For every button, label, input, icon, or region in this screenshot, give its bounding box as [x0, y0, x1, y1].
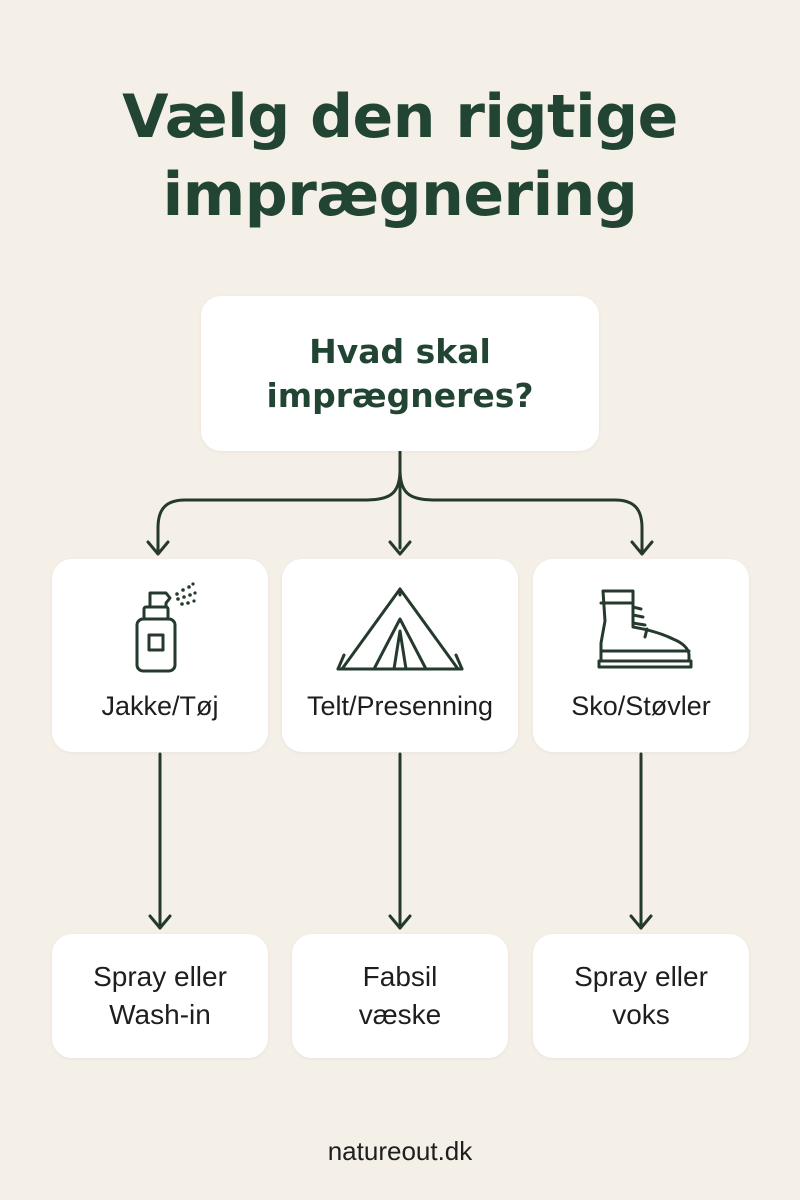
tent-icon: [336, 587, 464, 671]
category-card-telt: Telt/Presenning: [282, 559, 518, 752]
category-label-sko: Sko/Støvler: [571, 691, 711, 721]
branch-right: [398, 468, 644, 554]
recommendation-sko-line-2: voks: [612, 999, 670, 1030]
question-line-2: imprægneres?: [266, 375, 534, 415]
question-line-1: Hvad skal: [309, 331, 491, 371]
title-line-1: Vælg den rigtige: [122, 82, 678, 152]
arrowhead-center: [388, 540, 412, 556]
recommendation-jakke-line-1: Spray eller: [93, 961, 227, 992]
arrowhead-right-down: [629, 914, 653, 930]
recommendation-telt-line-1: Fabsil: [362, 961, 438, 992]
arrowhead-right: [630, 540, 654, 556]
footer-site-link[interactable]: natureout.dk: [327, 1136, 473, 1166]
recommendation-card-telt: Fabsil væske: [292, 934, 508, 1058]
category-label-jakke: Jakke/Tøj: [101, 691, 219, 721]
recommendation-telt-line-2: væske: [358, 999, 442, 1030]
spray-bottle-icon: [135, 582, 197, 673]
page-title: Vælg den rigtige imprægnering: [0, 78, 800, 234]
branch-left: [156, 468, 402, 554]
recommendation-jakke-line-2: Wash-in: [109, 999, 211, 1030]
arrowhead-center-down: [388, 914, 412, 930]
arrowhead-left: [146, 540, 170, 556]
recommendation-card-sko: Spray eller voks: [533, 934, 749, 1058]
category-card-jakke: Jakke/Tøj: [52, 559, 268, 752]
category-label-telt: Telt/Presenning: [306, 691, 494, 721]
title-line-2: imprægnering: [162, 160, 638, 230]
question-card: Hvad skal imprægneres?: [201, 296, 599, 451]
recommendation-card-jakke: Spray eller Wash-in: [52, 934, 268, 1058]
recommendation-sko-line-1: Spray eller: [574, 961, 708, 992]
category-card-sko: Sko/Støvler: [533, 559, 749, 752]
boot-icon: [597, 589, 693, 669]
arrowhead-left-down: [148, 914, 172, 930]
